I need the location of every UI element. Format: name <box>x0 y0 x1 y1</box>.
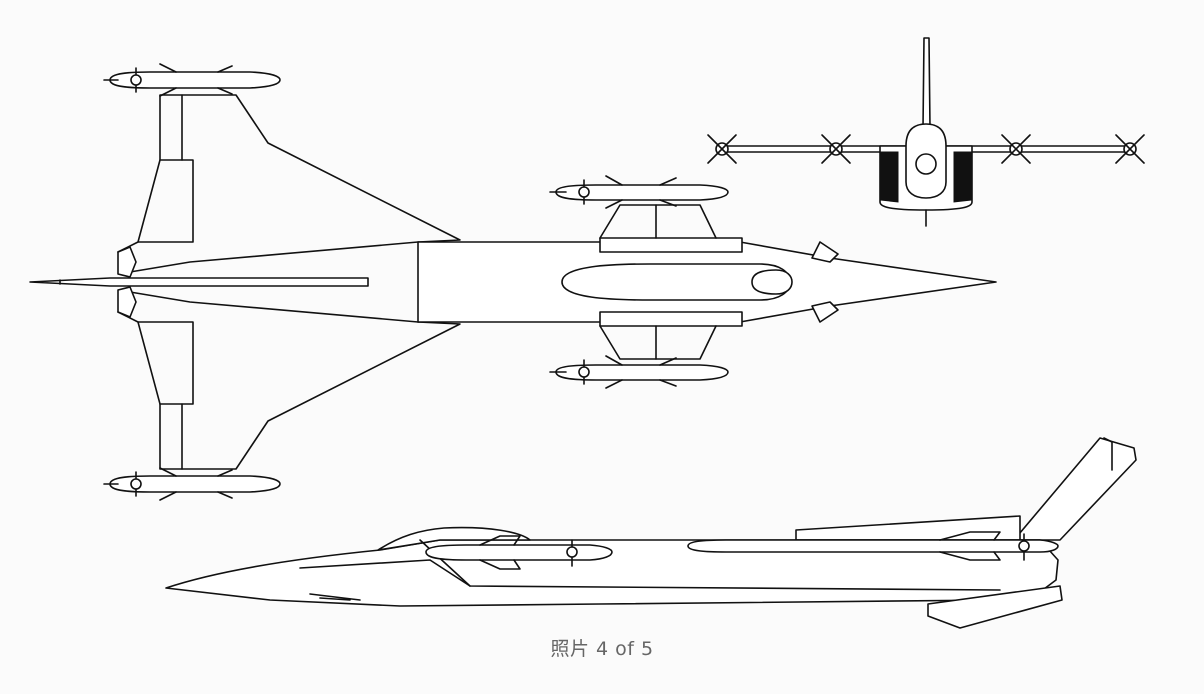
side-missile-rear <box>687 531 1059 561</box>
wingtip-missile-upper <box>103 63 281 97</box>
side-missile-front <box>425 535 613 570</box>
plan-view <box>29 63 997 501</box>
side-view <box>165 437 1137 629</box>
pylon-missile-lower <box>549 355 729 389</box>
photo-caption: 照片 4 of 5 <box>550 638 654 660</box>
front-view <box>707 37 1145 227</box>
wingtip-missile-lower <box>103 467 281 501</box>
front-view-missiles <box>707 134 1145 164</box>
pylon-missile-upper <box>549 175 729 209</box>
